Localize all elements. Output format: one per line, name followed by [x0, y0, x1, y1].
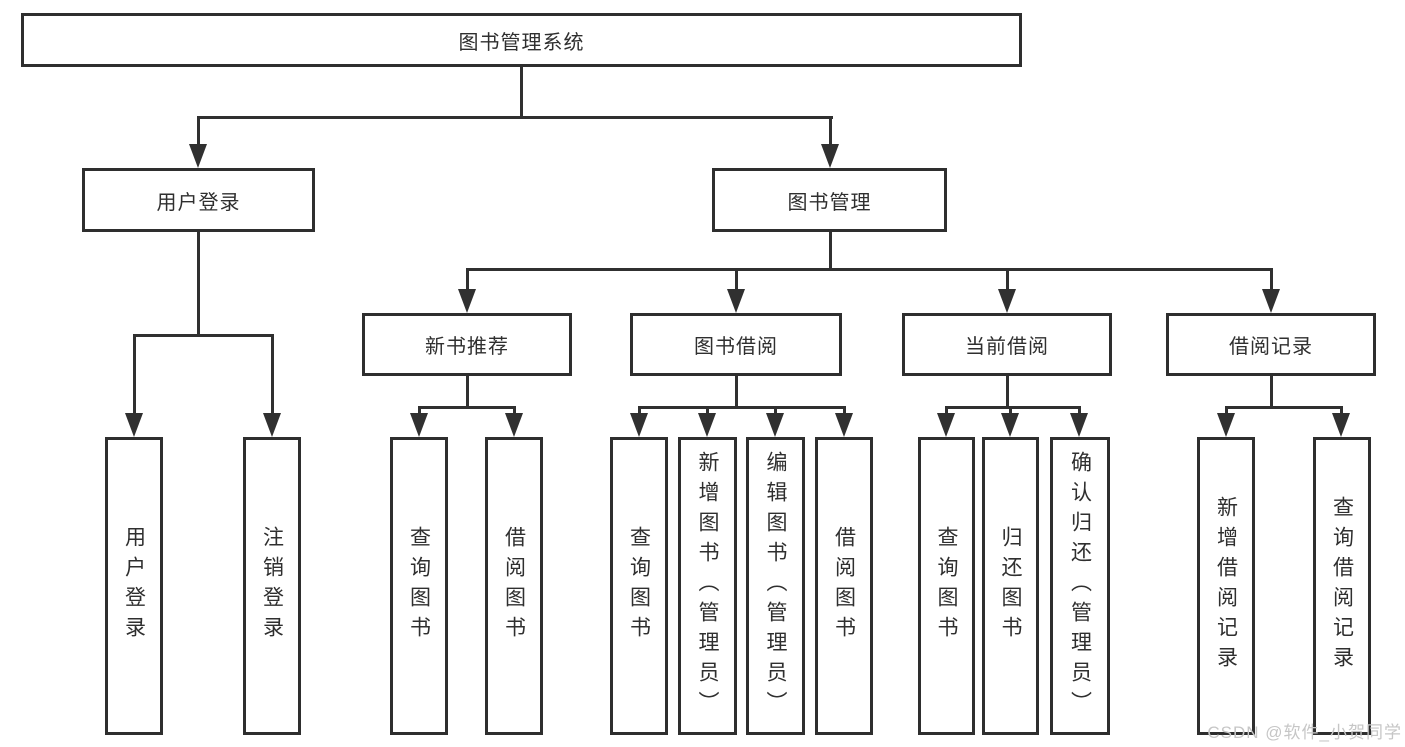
- leaf-query-book-borrowing: 查询图书: [610, 437, 668, 735]
- leaf-query-book-recommend: 查询图书: [390, 437, 448, 735]
- connector-line: [133, 334, 136, 415]
- connector-line: [706, 406, 709, 419]
- connector-line: [133, 334, 274, 337]
- arrowhead-down: [125, 413, 143, 437]
- leaf-confirm-return-admin: 确认归还（管理员）: [1050, 437, 1110, 735]
- node-book-borrowing: 图书借阅: [630, 313, 842, 376]
- node-borrowing-records: 借阅记录: [1166, 313, 1376, 376]
- node-current-borrowing: 当前借阅: [902, 313, 1112, 376]
- arrowhead-down: [1332, 413, 1350, 437]
- connector-line: [1270, 268, 1273, 294]
- connector-line: [1009, 406, 1012, 419]
- arrowhead-down: [1217, 413, 1235, 437]
- connector-line: [1078, 406, 1081, 419]
- leaf-borrow-book-recommend: 借阅图书: [485, 437, 543, 735]
- arrowhead-down: [1001, 413, 1019, 437]
- leaf-add-book-admin: 新增图书（管理员）: [678, 437, 737, 735]
- arrowhead-down: [505, 413, 523, 437]
- leaf-query-borrow-record: 查询借阅记录: [1313, 437, 1371, 735]
- arrowhead-down: [410, 413, 428, 437]
- connector-line: [638, 406, 846, 409]
- node-library-management-system: 图书管理系统: [21, 13, 1022, 67]
- leaf-logout-login: 注销登录: [243, 437, 301, 735]
- connector-line: [735, 268, 738, 294]
- arrowhead-down: [727, 289, 745, 313]
- csdn-watermark: CSDN @软件_小贺同学: [1207, 723, 1402, 742]
- connector-line: [829, 232, 832, 270]
- arrowhead-down: [937, 413, 955, 437]
- arrowhead-down: [1262, 289, 1280, 313]
- arrowhead-down: [766, 413, 784, 437]
- arrowhead-down: [458, 289, 476, 313]
- connector-line: [418, 406, 421, 419]
- arrowhead-down: [630, 413, 648, 437]
- leaf-query-book-current: 查询图书: [918, 437, 975, 735]
- arrowhead-down: [1070, 413, 1088, 437]
- connector-line: [1225, 406, 1228, 419]
- leaf-add-borrow-record: 新增借阅记录: [1197, 437, 1255, 735]
- connector-line: [1270, 376, 1273, 408]
- connector-line: [513, 406, 516, 419]
- connector-line: [843, 406, 846, 419]
- arrowhead-down: [835, 413, 853, 437]
- leaf-borrow-book-borrowing: 借阅图书: [815, 437, 873, 735]
- connector-line: [1006, 376, 1009, 408]
- connector-line: [945, 406, 948, 419]
- connector-line: [774, 406, 777, 419]
- connector-line: [466, 268, 469, 294]
- arrowhead-down: [998, 289, 1016, 313]
- arrowhead-down: [698, 413, 716, 437]
- connector-line: [1225, 406, 1343, 409]
- connector-line: [1006, 268, 1009, 294]
- leaf-user-login: 用户登录: [105, 437, 163, 735]
- connector-line: [1340, 406, 1343, 419]
- connector-line: [466, 376, 469, 408]
- leaf-edit-book-admin: 编辑图书（管理员）: [746, 437, 805, 735]
- connector-line: [197, 116, 200, 146]
- connector-line: [466, 268, 1273, 271]
- connector-line: [271, 334, 274, 415]
- node-user-login: 用户登录: [82, 168, 315, 232]
- connector-line: [829, 116, 832, 146]
- node-book-management: 图书管理: [712, 168, 947, 232]
- connector-line: [197, 232, 200, 336]
- connector-line: [735, 376, 738, 408]
- connector-line: [945, 406, 1081, 409]
- connector-line: [418, 406, 516, 409]
- connector-line: [520, 67, 523, 117]
- connector-line: [197, 116, 833, 119]
- leaf-return-book: 归还图书: [982, 437, 1039, 735]
- arrowhead-down: [189, 144, 207, 168]
- node-new-book-recommend: 新书推荐: [362, 313, 572, 376]
- arrowhead-down: [263, 413, 281, 437]
- arrowhead-down: [821, 144, 839, 168]
- connector-line: [638, 406, 641, 419]
